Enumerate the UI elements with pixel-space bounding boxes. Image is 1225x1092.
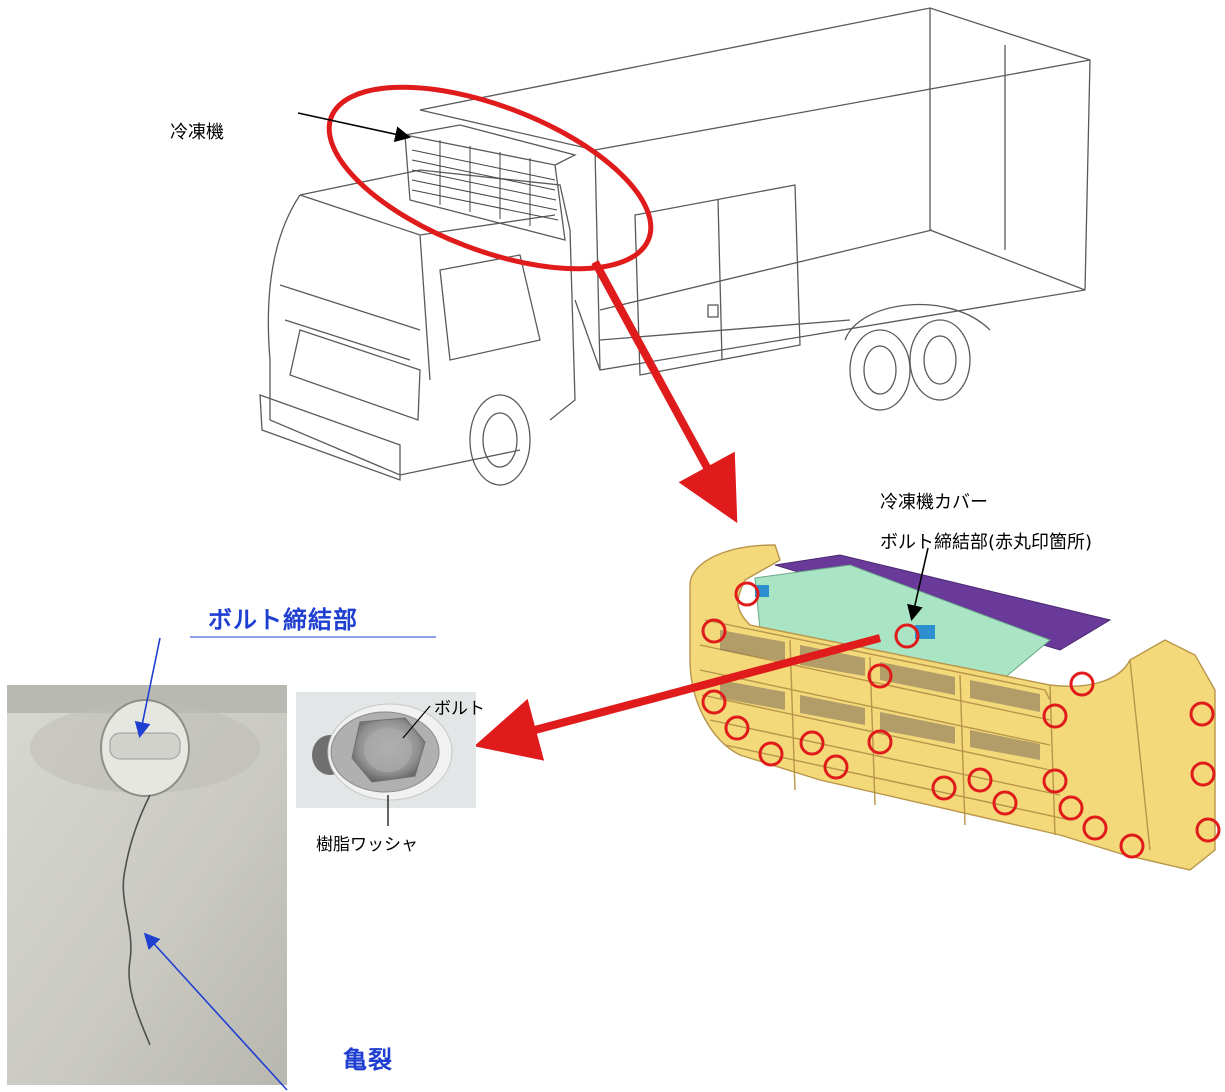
washer-label: 樹脂ワッシャ bbox=[316, 835, 418, 855]
bolt-joint-label: ボルト締結部 bbox=[208, 606, 358, 634]
cover-bolt-pointer-arrow bbox=[907, 547, 929, 622]
crack-arrow bbox=[143, 932, 288, 1091]
highlight-ellipse bbox=[326, 84, 654, 272]
crack-label: 亀裂 bbox=[343, 1046, 393, 1074]
cover-label-line1: 冷凍機カバー bbox=[880, 492, 988, 513]
bolt-joint-arrow bbox=[134, 637, 161, 739]
crack-closeup-photo bbox=[7, 685, 287, 1085]
bolt-leader-line bbox=[402, 705, 431, 739]
cover-label-line2: ボルト締結部(赤丸印箇所) bbox=[880, 532, 1093, 553]
refrigerator-cover-model bbox=[689, 544, 1216, 871]
crack-line bbox=[122, 794, 151, 1046]
refrigerator-label: 冷凍機 bbox=[170, 122, 224, 143]
truck-outline-drawing bbox=[259, 7, 1091, 486]
bolt-label: ボルト bbox=[434, 699, 485, 719]
refrigerator-pointer-arrow bbox=[297, 112, 412, 143]
zoom-arrow-down bbox=[591, 260, 738, 524]
zoom-arrow-left bbox=[474, 634, 882, 761]
bolt-location-markers bbox=[701, 581, 1221, 859]
bolt-closeup-photo bbox=[296, 692, 476, 808]
